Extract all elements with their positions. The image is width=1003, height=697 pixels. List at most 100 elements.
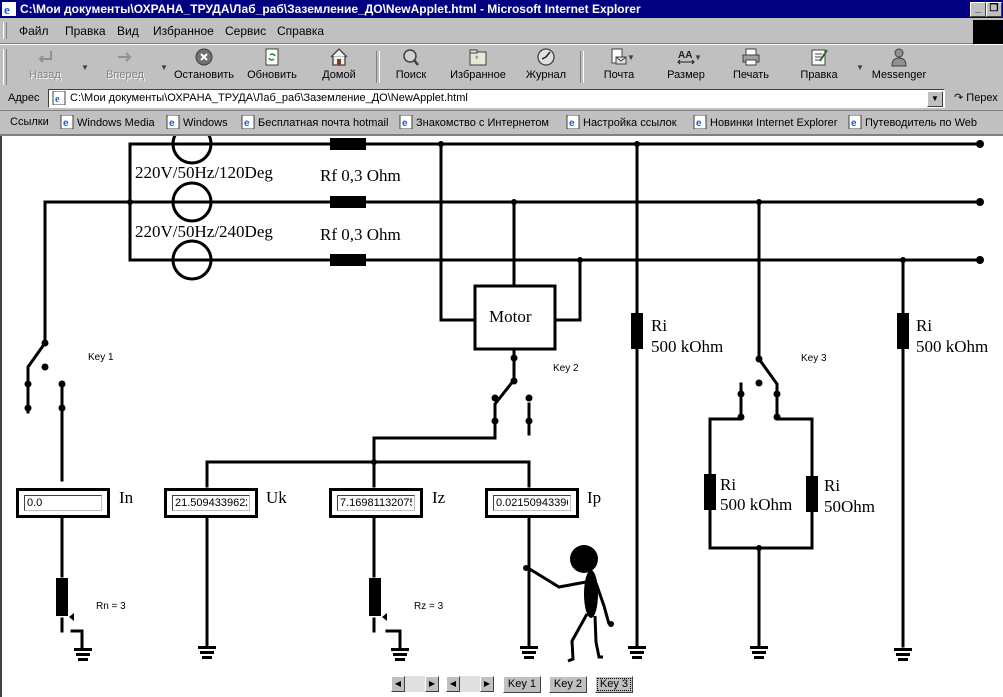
menu-favorites[interactable]: Избранное: [153, 24, 214, 38]
search-button[interactable]: Поиск: [388, 47, 434, 87]
search-icon: [403, 49, 419, 66]
history-button[interactable]: Журнал: [522, 47, 570, 87]
terminal-3: [976, 256, 984, 264]
svg-text:e: e: [851, 118, 857, 129]
back-arrow-icon: [38, 51, 52, 63]
edit-button[interactable]: Правка: [796, 47, 842, 87]
ground-icon: [198, 646, 216, 659]
font-size-button[interactable]: AA Размер: [662, 47, 710, 87]
ri-2-value: 500 kOhm: [916, 337, 989, 356]
rheostat-rz: [369, 578, 381, 616]
ri-1-value: 500 kOhm: [651, 337, 724, 356]
forward-button[interactable]: Вперед: [102, 47, 148, 87]
menu-edit[interactable]: Правка: [65, 24, 106, 38]
home-icon: [330, 48, 348, 66]
rz-decrease-button[interactable]: ◀: [446, 676, 460, 692]
svg-text:e: e: [63, 118, 69, 129]
rn-increase-button[interactable]: ▶: [425, 676, 439, 692]
uk-value-field[interactable]: [172, 495, 250, 511]
forward-dropdown-icon[interactable]: ▼: [160, 63, 168, 72]
toolbar-grip[interactable]: [3, 49, 7, 85]
key3-button[interactable]: Key 3: [595, 676, 633, 693]
font-size-dropdown-icon[interactable]: ▼: [694, 53, 702, 62]
ie-page-icon: e: [241, 115, 255, 129]
window-title: C:\Мои документы\ОХРАНА_ТРУДА\Лаб_раб\За…: [20, 2, 641, 16]
circuit-diagram: [24, 136, 984, 663]
svg-text:e: e: [569, 118, 575, 129]
line-resistor-label-1: Rf 0,3 Ohm: [320, 166, 401, 185]
favorites-button[interactable]: * Избранное: [446, 47, 510, 87]
stop-icon: [195, 48, 213, 66]
menu-view[interactable]: Вид: [117, 24, 139, 38]
voltage-source-1: [171, 136, 213, 165]
refresh-icon: [265, 48, 279, 66]
key1-switch-left: [26, 200, 47, 414]
print-button[interactable]: Печать: [728, 47, 774, 87]
forward-arrow-icon: [118, 52, 132, 62]
edit-dropdown-icon[interactable]: ▼: [856, 63, 864, 72]
key1-button[interactable]: Key 1: [503, 676, 541, 693]
messenger-button[interactable]: Messenger: [868, 47, 930, 87]
svg-text:e: e: [402, 118, 408, 129]
terminal-1: [976, 140, 984, 148]
voltage-source-3: [171, 239, 213, 281]
address-bar: Адрес e C:\Мои документы\ОХРАНА_ТРУДА\Ла…: [0, 88, 1003, 111]
stop-button[interactable]: Остановить: [172, 47, 236, 87]
minimize-button[interactable]: _: [970, 2, 986, 17]
address-label: Адрес: [8, 92, 40, 104]
source-label-120: 220V/50Hz/120Deg: [135, 163, 273, 182]
go-button[interactable]: ↷ Перех: [954, 92, 998, 104]
ie-page-icon: e: [693, 115, 707, 129]
address-dropdown-icon[interactable]: ▼: [927, 91, 943, 107]
rz-increase-button[interactable]: ▶: [480, 676, 494, 692]
insulation-resistor-2: [897, 313, 909, 349]
in-value-field[interactable]: [24, 495, 102, 511]
go-arrow-icon: ↷: [954, 92, 964, 104]
svg-text:e: e: [696, 118, 702, 129]
menu-tools[interactable]: Сервис: [225, 24, 267, 38]
back-button[interactable]: Назад: [22, 47, 68, 87]
motor-box: [473, 284, 557, 351]
menu-grip[interactable]: [3, 22, 7, 39]
ri-2-name: Ri: [916, 316, 933, 335]
rn-scrollbar[interactable]: ◀ ▶: [391, 676, 439, 692]
refresh-button[interactable]: Обновить: [244, 47, 300, 87]
home-button[interactable]: Домой: [316, 47, 362, 87]
address-input[interactable]: e C:\Мои документы\ОХРАНА_ТРУДА\Лаб_раб\…: [48, 89, 945, 108]
menu-help[interactable]: Справка: [277, 24, 325, 38]
menu-file[interactable]: Файл: [19, 24, 49, 38]
ground-icon: [391, 648, 409, 661]
ie-page-icon: e: [60, 115, 74, 129]
ie-throbber-icon: [973, 20, 1003, 44]
source-label-240: 220V/50Hz/240Deg: [135, 222, 273, 241]
ie-page-icon: e: [166, 115, 180, 129]
fault-resistor: [806, 476, 818, 512]
key2-button[interactable]: Key 2: [549, 676, 587, 693]
meter-iz: [329, 488, 423, 518]
rn-decrease-button[interactable]: ◀: [391, 676, 405, 692]
ground-icon: [74, 648, 92, 661]
iz-value-field[interactable]: [337, 495, 415, 511]
meter-iz-label: Iz: [432, 488, 446, 507]
mail-dropdown-icon[interactable]: ▼: [627, 53, 635, 62]
ground-icon: [894, 648, 912, 661]
restore-button[interactable]: ❐: [986, 2, 1002, 17]
rz-label: Rz = 3: [414, 601, 444, 612]
line-resistor-label-2: Rf 0,3 Ohm: [320, 225, 401, 244]
ip-value-field[interactable]: [493, 495, 571, 511]
line-resistor-2: [330, 196, 366, 208]
svg-text:e: e: [4, 2, 10, 16]
toolbar-separator: [376, 51, 380, 83]
rz-scrollbar[interactable]: ◀ ▶: [446, 676, 494, 692]
terminal-2: [976, 198, 984, 206]
back-dropdown-icon[interactable]: ▼: [81, 63, 89, 72]
motor-label: Motor: [489, 307, 532, 326]
mail-button[interactable]: Почта: [596, 47, 642, 87]
